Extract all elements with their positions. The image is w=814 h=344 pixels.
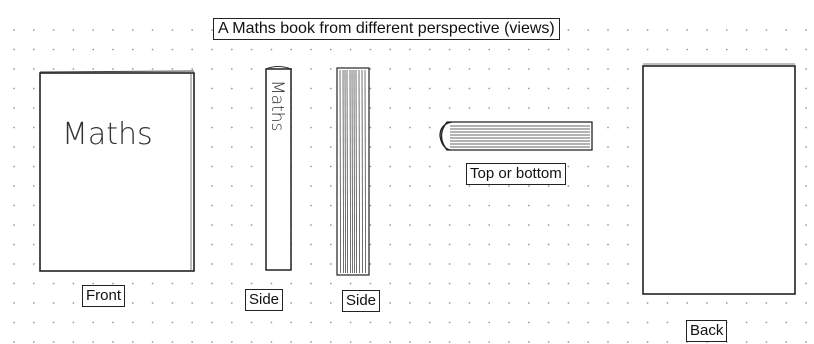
front-view-label: Front: [82, 285, 126, 307]
top-bottom-view-book: [439, 121, 593, 151]
side-view-label-1: Side: [245, 289, 284, 311]
side-view-spine: Maths: [265, 66, 292, 271]
side-view-page-edges: [336, 67, 370, 276]
spine-title: Maths: [267, 80, 287, 131]
front-view-book: Maths: [39, 70, 195, 272]
diagram-title: A Maths book from different perspective …: [213, 18, 560, 40]
back-view-label: Back: [686, 320, 728, 342]
side-view-label-2: Side: [342, 290, 381, 312]
cover-title: Maths: [62, 117, 153, 152]
back-view-book: [642, 63, 796, 295]
top-bottom-view-label: Top or bottom: [466, 163, 566, 185]
